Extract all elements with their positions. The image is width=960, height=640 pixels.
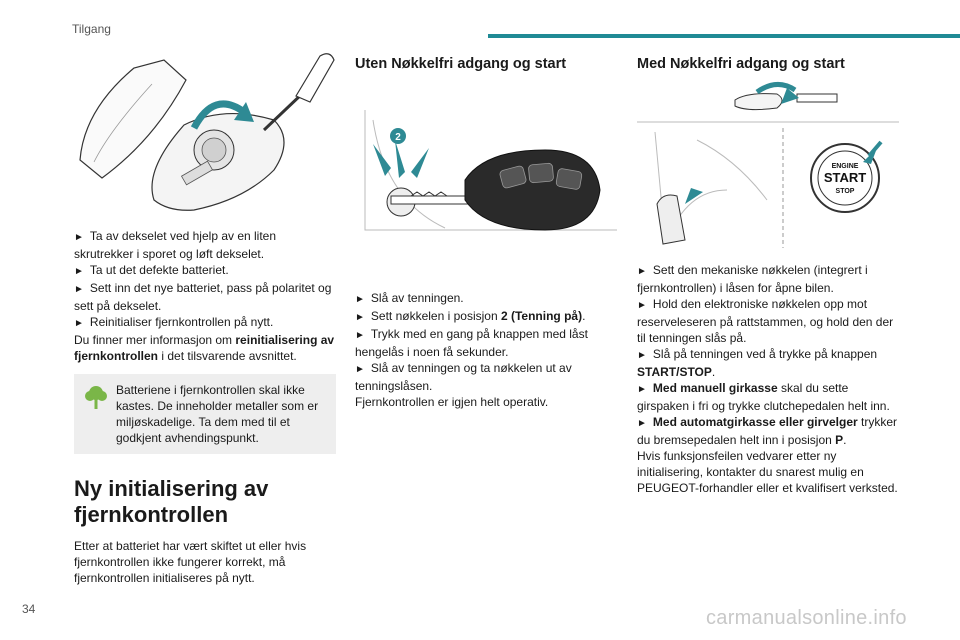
column-3: Med Nøkkelfri adgang og start ENGINE STA… <box>637 50 899 496</box>
step-remove-cover: Ta av dekselet ved hjelp av en liten skr… <box>74 228 336 262</box>
column-2: Uten Nøkkelfri adgang og start 2 Slå av … <box>355 50 617 410</box>
environment-leaf-icon <box>85 386 107 409</box>
heading-with-keyless: Med Nøkkelfri adgang og start <box>637 56 845 72</box>
step-ignition-off: Slå av tenningen. <box>355 290 617 308</box>
ignition-key-illustration: 2 <box>355 80 617 240</box>
step-mechanical-key: Sett den mekaniske nøkkelen (integrert i… <box>637 262 899 296</box>
more-info-link-text: reinitialisering av fjernkontrollen <box>74 333 335 363</box>
step-insert-battery: Sett inn det nye batteriet, pass på pola… <box>74 280 336 314</box>
position-badge <box>390 128 406 144</box>
page-number: 34 <box>22 602 36 616</box>
step-automatic-gearbox: Med automatgirkasse eller girvelger tryk… <box>637 414 899 448</box>
start-button-line1: ENGINE <box>832 163 859 170</box>
environment-note: Batteriene i fjernkontrollen skal ikke k… <box>74 374 336 454</box>
step-manual-gearbox: Med manuell girkasse skal du sette girsp… <box>637 380 899 414</box>
step-remove-battery: Ta ut det defekte batteriet. <box>74 262 336 280</box>
start-button-line2: START <box>824 170 866 185</box>
followup-text: Hvis funksjonsfeilen vedvarer etter ny i… <box>637 449 898 495</box>
section-reinitialisation-text: Etter at batteriet har vært skiftet ut e… <box>74 539 307 585</box>
more-info-text: Du finner mer informasjon om reinitialis… <box>74 333 335 363</box>
section-title-reinitialisation: Ny initialisering av fjernkontrollen <box>74 476 269 527</box>
heading-without-keyless: Uten Nøkkelfri adgang og start <box>355 56 567 72</box>
battery-replacement-illustration <box>74 50 336 218</box>
start-button-line3: STOP <box>836 188 855 195</box>
step-press-lock: Trykk med en gang på knappen med låst he… <box>355 326 617 360</box>
column-1: Ta av dekselet ved hjelp av en liten skr… <box>74 50 336 586</box>
watermark: carmanualsonline.info <box>706 607 907 629</box>
step-hold-key-reader: Hold den elektroniske nøkkelen opp mot r… <box>637 296 899 346</box>
position-badge-number: 2 <box>395 132 401 143</box>
step-press-start-stop: Slå på tenningen ved å trykke på knappen… <box>637 346 899 380</box>
environment-note-text: Batteriene i fjernkontrollen skal ikke k… <box>116 383 319 445</box>
result-text: Fjernkontrollen er igjen helt operativ. <box>355 395 549 409</box>
keyless-start-illustration: ENGINE START STOP <box>637 80 899 248</box>
step-reinitialise: Reinitialiser fjernkontrollen på nytt. <box>74 314 336 332</box>
header-accent-bar <box>488 34 960 38</box>
step-remove-key: Slå av tenningen og ta nøkkelen ut av te… <box>355 360 617 394</box>
step-key-position: Sett nøkkelen i posisjon 2 (Tenning på). <box>355 308 617 326</box>
header-section-label: Tilgang <box>72 22 111 36</box>
